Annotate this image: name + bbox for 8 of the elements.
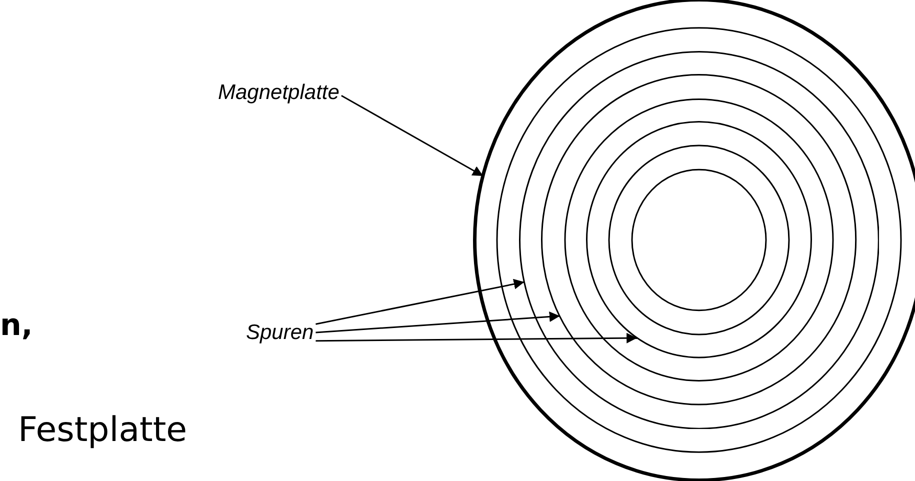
callout-label: Magnetplatte [218,82,340,103]
heading-text: Festplatte [18,410,188,450]
arrow [341,95,484,177]
arrow [316,311,560,334]
arrow [316,332,638,344]
callout-label: Spuren [246,322,314,343]
arrow [316,278,524,325]
text-fragment: n, [0,308,33,343]
